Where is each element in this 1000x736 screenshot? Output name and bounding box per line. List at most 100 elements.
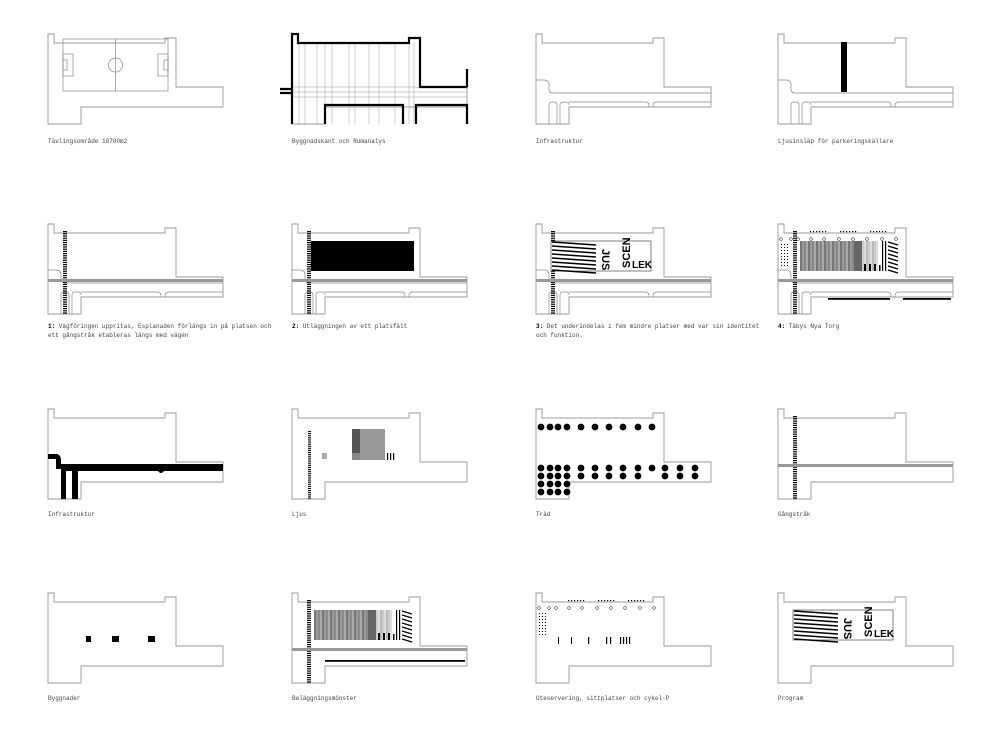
diagram-panel: Tävlingsområde 10700m2 xyxy=(36,24,236,145)
caption-text: Vägföringen uppritas, Esplanaden förläng… xyxy=(48,323,272,339)
panel-caption: 2: Utläggningen av ett platsfält xyxy=(292,322,522,331)
walkway-band xyxy=(778,279,953,282)
site-outline xyxy=(777,33,954,125)
tree xyxy=(676,472,684,480)
site-outline xyxy=(291,408,468,500)
tree xyxy=(577,472,585,480)
site-plan xyxy=(535,592,712,684)
walkway-band xyxy=(292,648,467,651)
light-poles xyxy=(308,431,311,499)
tree xyxy=(648,464,656,472)
tree xyxy=(563,423,571,431)
panel-caption: Ljus xyxy=(292,510,522,519)
tree xyxy=(605,472,613,480)
site-plan: JUS SCEN LEK xyxy=(777,592,954,684)
panel-caption: Program xyxy=(778,694,1000,703)
site-plan xyxy=(777,223,954,315)
step-number: 1: xyxy=(48,323,56,330)
site-plan xyxy=(777,408,954,500)
site-outline xyxy=(535,408,712,500)
site-plan xyxy=(47,33,224,125)
pattern-zigzag xyxy=(887,241,899,274)
site-plan xyxy=(535,408,712,500)
tree xyxy=(554,480,562,488)
light-shaft xyxy=(841,42,847,92)
site-outline xyxy=(47,223,224,315)
diagram-panel: Uteservering, sittplatser och cykel-P xyxy=(524,583,724,703)
tree xyxy=(619,472,627,480)
tree xyxy=(605,464,613,472)
caption-text: Ljus xyxy=(292,511,307,518)
step-number: 3: xyxy=(536,323,544,330)
program-label-lek: LEK xyxy=(874,629,895,640)
panel-caption: Byggnader xyxy=(48,694,278,703)
site-plan xyxy=(535,33,712,125)
panel-caption: Träd xyxy=(536,510,766,519)
walkway-hatch xyxy=(307,231,311,314)
panel-caption: 1: Vägföringen uppritas, Esplanaden förl… xyxy=(48,322,278,340)
tree xyxy=(563,488,571,496)
tree xyxy=(554,488,562,496)
tree xyxy=(537,464,545,472)
site-plan xyxy=(291,592,468,684)
plaza-field xyxy=(311,241,414,271)
caption-text: Träd xyxy=(536,511,551,518)
tree xyxy=(537,472,545,480)
tree xyxy=(563,480,571,488)
caption-text: Infrastruktur xyxy=(48,511,95,518)
tree xyxy=(546,480,554,488)
caption-text: Tävlingsområde 10700m2 xyxy=(48,138,128,145)
tree xyxy=(537,423,545,431)
tree xyxy=(537,488,545,496)
caption-text: Ljusinsläp för parkeringskällare xyxy=(778,138,894,145)
program-label-scen: SCEN xyxy=(863,606,875,637)
diagram-panel: Beläggningsmönster xyxy=(280,583,480,703)
site-plan xyxy=(291,408,468,500)
diagram-panel: Byggnader xyxy=(36,583,236,703)
walkway-hatch xyxy=(307,600,311,683)
site-outline xyxy=(777,408,954,500)
panel-caption: Gångstråk xyxy=(778,510,1000,519)
tree xyxy=(563,472,571,480)
road-network xyxy=(48,454,223,499)
panel-caption: Byggnadskant och Rumanalys xyxy=(292,137,522,146)
tree xyxy=(634,472,642,480)
site-plan: JUS SCEN LEK xyxy=(535,223,712,315)
caption-text: Täbys Nya Torg xyxy=(785,323,840,330)
step-number: 4: xyxy=(778,323,786,330)
tree xyxy=(648,423,656,431)
buildings xyxy=(86,636,155,642)
caption-text: Beläggningsmönster xyxy=(292,695,357,702)
pattern-zigzag xyxy=(793,610,839,643)
site-plan xyxy=(777,33,954,125)
tree xyxy=(554,464,562,472)
tree xyxy=(537,480,545,488)
caption-text: Program xyxy=(778,695,804,702)
panel-caption: Infrastruktur xyxy=(48,510,278,519)
diagram-panel: 1: Vägföringen uppritas, Esplanaden förl… xyxy=(36,214,271,339)
site-outline xyxy=(291,592,468,684)
diagram-panel: JUS SCEN LEK Program xyxy=(766,583,966,703)
tree xyxy=(546,464,554,472)
tree xyxy=(591,464,599,472)
diagram-panel: 4: Täbys Nya Torg xyxy=(766,214,966,334)
site-plan xyxy=(47,223,224,315)
tree xyxy=(554,472,562,480)
walkway-band xyxy=(536,279,711,282)
site-outline xyxy=(535,223,712,315)
tree xyxy=(546,472,554,480)
tree xyxy=(554,423,562,431)
site-plan xyxy=(47,592,224,684)
panel-caption: Tävlingsområde 10700m2 xyxy=(48,137,278,146)
tree xyxy=(691,464,699,472)
bike-parking xyxy=(558,637,631,644)
tree xyxy=(676,464,684,472)
tree xyxy=(619,464,627,472)
diagram-panel: JUS SCEN LEK 3: Det underindelas i fem mi… xyxy=(524,214,759,339)
caption-text: Uteservering, sittplatser och cykel-P xyxy=(536,695,670,702)
site-outline xyxy=(47,408,224,500)
caption-text: Det underindelas i fem mindre platser me… xyxy=(536,323,760,339)
walkway-hatch xyxy=(63,231,67,314)
site-outline xyxy=(47,592,224,684)
trees xyxy=(537,423,699,496)
